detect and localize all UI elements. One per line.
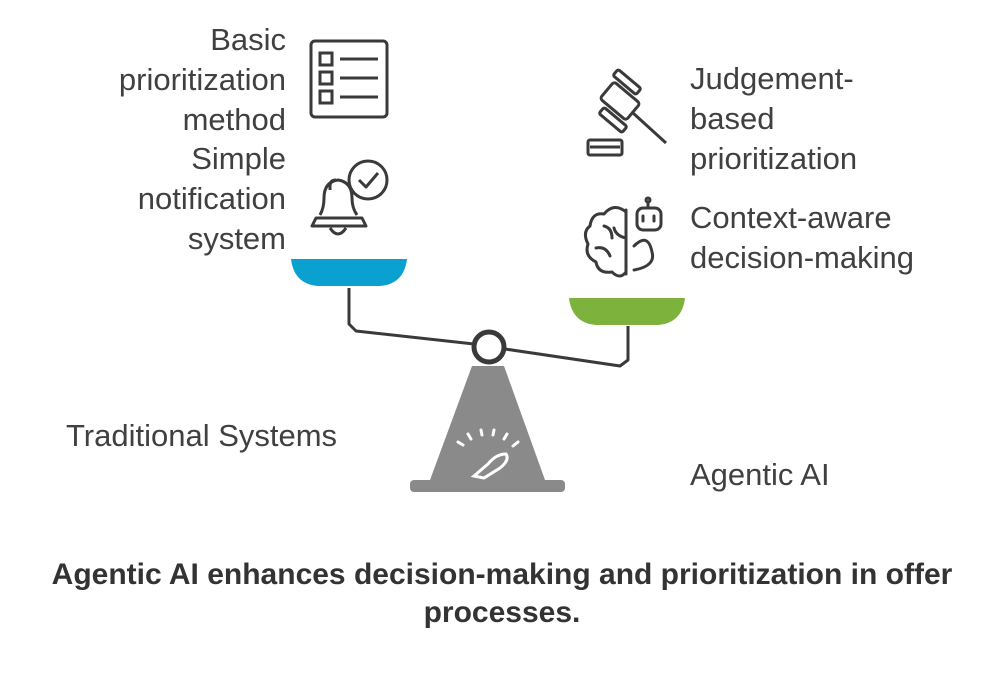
scale-base: [410, 480, 565, 492]
diagram-caption: Agentic AI enhances decision-making and …: [51, 558, 953, 629]
scale-beam: [347, 288, 630, 368]
left-side-title: Traditional Systems: [66, 418, 338, 453]
checklist-icon: [309, 39, 389, 119]
right-side-title: Agentic AI: [690, 457, 830, 492]
scale-pivot: [471, 329, 507, 365]
gavel-icon: [586, 68, 668, 157]
scale-stand: [430, 366, 545, 480]
bell-check-icon: [310, 159, 389, 236]
right-pan: [569, 298, 685, 325]
brain-robot-icon: [583, 196, 663, 278]
right-item-1-label: Judgement- based prioritization: [690, 61, 858, 176]
left-item-1-label: Basic prioritization method: [118, 22, 286, 137]
gauge-icon: [456, 428, 520, 480]
right-item-2-label: Context-aware decision-making: [690, 200, 914, 275]
left-item-2-label: Simple notification system: [137, 141, 286, 256]
left-pan: [291, 259, 407, 286]
